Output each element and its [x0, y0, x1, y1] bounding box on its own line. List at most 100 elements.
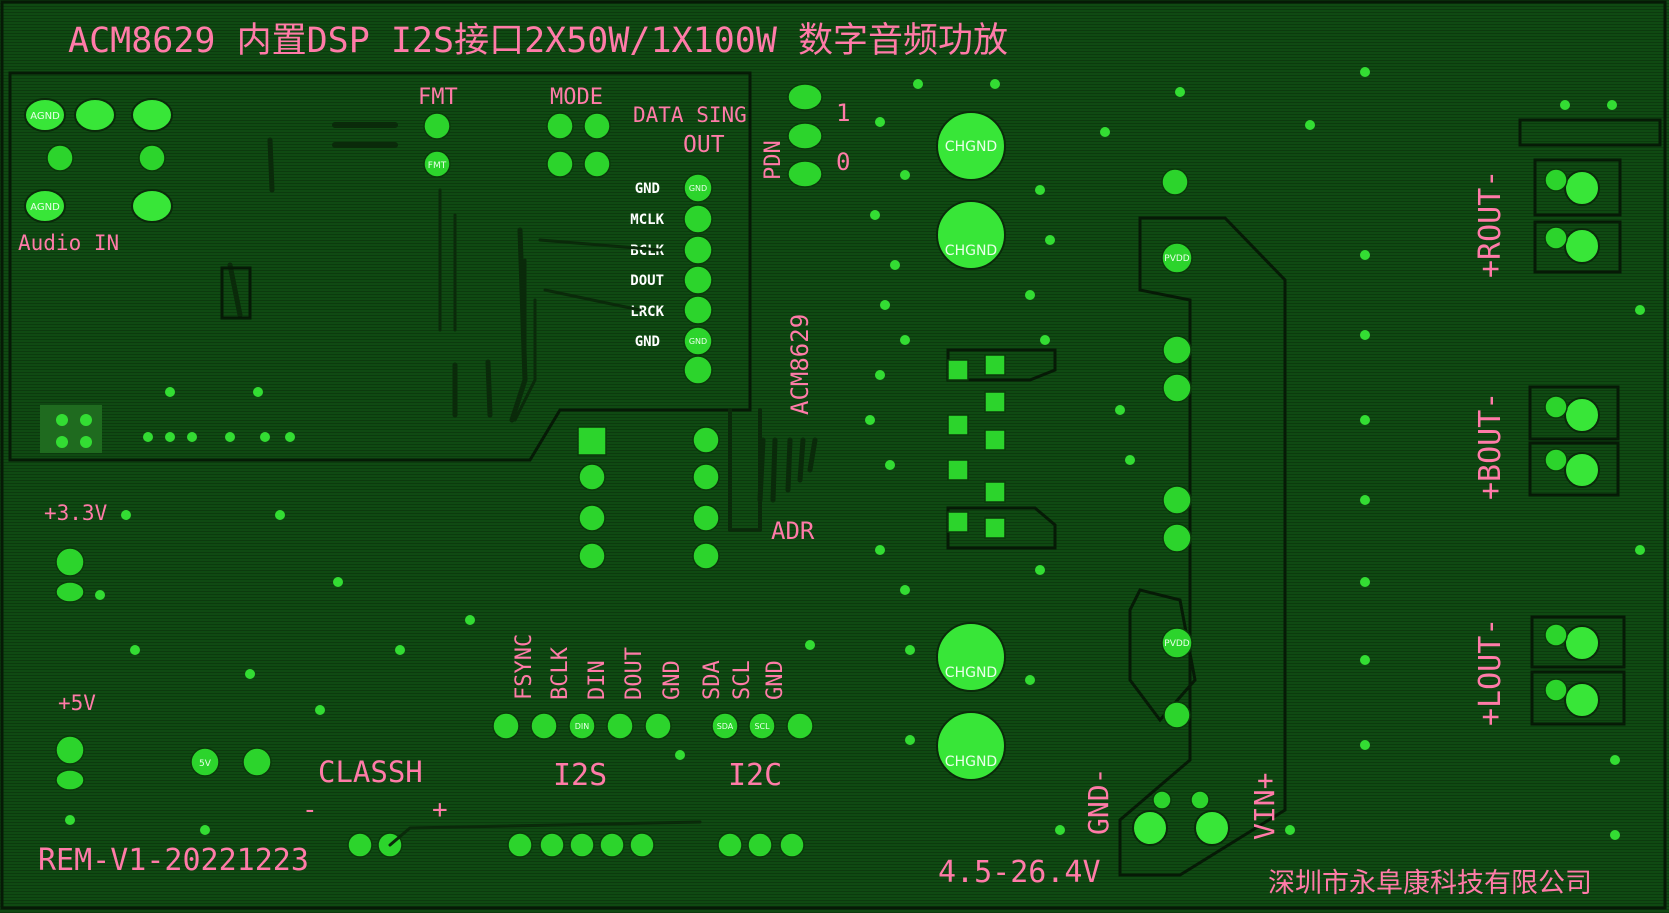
- via: [900, 335, 910, 345]
- agnd-pad: [24, 189, 66, 223]
- via: [1360, 415, 1370, 425]
- pdn-0-label: 0: [836, 148, 850, 176]
- via: [1040, 335, 1050, 345]
- scl-pad-label: SCL: [754, 722, 770, 731]
- bout-pad: [1544, 395, 1568, 419]
- mode-pad: [546, 150, 574, 178]
- i2s-pad: [606, 712, 634, 740]
- din-pad-label: DIN: [575, 722, 590, 731]
- bulk-cap-pad: [1152, 790, 1172, 810]
- bout-connector-1: [1528, 385, 1620, 441]
- via: [1610, 755, 1620, 765]
- inductor-pad: [984, 354, 1006, 376]
- component-footprint: [220, 266, 252, 320]
- bout-pad: [1564, 397, 1600, 433]
- bulk-cap-pad: [1162, 485, 1192, 515]
- i2s-pin-label: BCLK: [548, 646, 573, 700]
- via: [875, 545, 885, 555]
- chgnd-pad-label: CHGND: [945, 243, 997, 259]
- component-footprint: [40, 405, 102, 453]
- rout-connector-1: [1533, 158, 1622, 217]
- bulk-cap-pad: [1162, 335, 1192, 365]
- gnd-minus-label: GND-: [1082, 768, 1115, 835]
- sda-pad-label: SDA: [717, 722, 734, 731]
- adr-pad: [692, 463, 720, 491]
- audio-pad: [131, 98, 173, 132]
- v5-pad: [190, 747, 220, 777]
- lout-connector-1: [1530, 615, 1626, 669]
- i2s-label: I2S: [553, 758, 607, 793]
- classh-plus-label: +: [432, 795, 448, 825]
- via: [333, 577, 343, 587]
- via: [56, 414, 68, 426]
- lout-pad: [1564, 625, 1600, 661]
- agnd-pad-label: AGND: [30, 111, 60, 122]
- header-pin: [683, 204, 713, 234]
- via: [65, 815, 75, 825]
- audio-in-label: Audio IN: [18, 231, 119, 255]
- adr-pad: [578, 504, 606, 532]
- pvdd-pad-label: PVDD: [1164, 254, 1190, 264]
- via: [875, 370, 885, 380]
- classh-label: CLASSH: [318, 755, 423, 789]
- i2c-label: I2C: [728, 758, 782, 793]
- via: [1635, 545, 1645, 555]
- i2s-pad: [530, 712, 558, 740]
- header-pin: [683, 295, 713, 325]
- via: [1360, 67, 1370, 77]
- inductor-bottom: [946, 506, 1057, 550]
- header-pin: [683, 173, 713, 203]
- pvdd-pad: [1161, 627, 1193, 659]
- v33-pad: [55, 547, 85, 577]
- via: [990, 79, 1000, 89]
- chgnd-pad-label: CHGND: [945, 754, 997, 770]
- i2s-pin-label: GND: [660, 660, 685, 700]
- digital-area-outline: [8, 71, 752, 462]
- mode-pad: [546, 112, 574, 140]
- via: [1100, 127, 1110, 137]
- via: [900, 585, 910, 595]
- inductor-pad: [984, 481, 1006, 503]
- inductor-pad: [947, 511, 969, 533]
- board-title: ACM8629 内置DSP I2S接口2X50W/1X100W 数字音频功放: [68, 21, 1008, 61]
- signal-trace: [438, 188, 662, 422]
- i2c-bottom-pad: [747, 832, 773, 858]
- pvdd-plane-lower: [1128, 588, 1197, 723]
- fmt-pad: [423, 112, 451, 140]
- via: [1360, 655, 1370, 665]
- v5-pad-label: 5V: [199, 759, 212, 769]
- rout-pad: [1544, 226, 1568, 250]
- fmt-label: FMT: [418, 85, 458, 110]
- via: [1560, 100, 1570, 110]
- fmt-pad: [423, 150, 451, 178]
- lout-pad: [1544, 623, 1568, 647]
- i2s-pin-label: DIN: [585, 660, 610, 700]
- adr-pad: [578, 463, 606, 491]
- chgnd-pad: [936, 111, 1006, 181]
- i2c-bottom-pad: [779, 832, 805, 858]
- pvdd-pad: [1161, 242, 1193, 274]
- rout-outline-top: [1518, 118, 1662, 147]
- ch5-pad: [1161, 168, 1189, 196]
- via: [675, 750, 685, 760]
- via: [1035, 185, 1045, 195]
- via: [905, 735, 915, 745]
- classh-trace: [388, 820, 702, 847]
- via: [1285, 825, 1295, 835]
- via: [1360, 330, 1370, 340]
- via: [890, 260, 900, 270]
- header-pin: [683, 265, 713, 295]
- v5-pad: [55, 769, 85, 791]
- i2s-bottom-pad: [539, 832, 565, 858]
- mode-pad: [583, 150, 611, 178]
- chgnd-pad-label: CHGND: [945, 665, 997, 681]
- i2c-pad: [786, 712, 814, 740]
- via: [913, 79, 923, 89]
- lout-label: +LOUT-: [1473, 618, 1508, 726]
- i2s-pad: [492, 712, 520, 740]
- via: [1360, 495, 1370, 505]
- classh-minus-label: -: [302, 795, 318, 825]
- chgnd-pad: [1132, 810, 1168, 846]
- bulk-cap-pad: [1190, 790, 1210, 810]
- adr-trace: [757, 437, 818, 503]
